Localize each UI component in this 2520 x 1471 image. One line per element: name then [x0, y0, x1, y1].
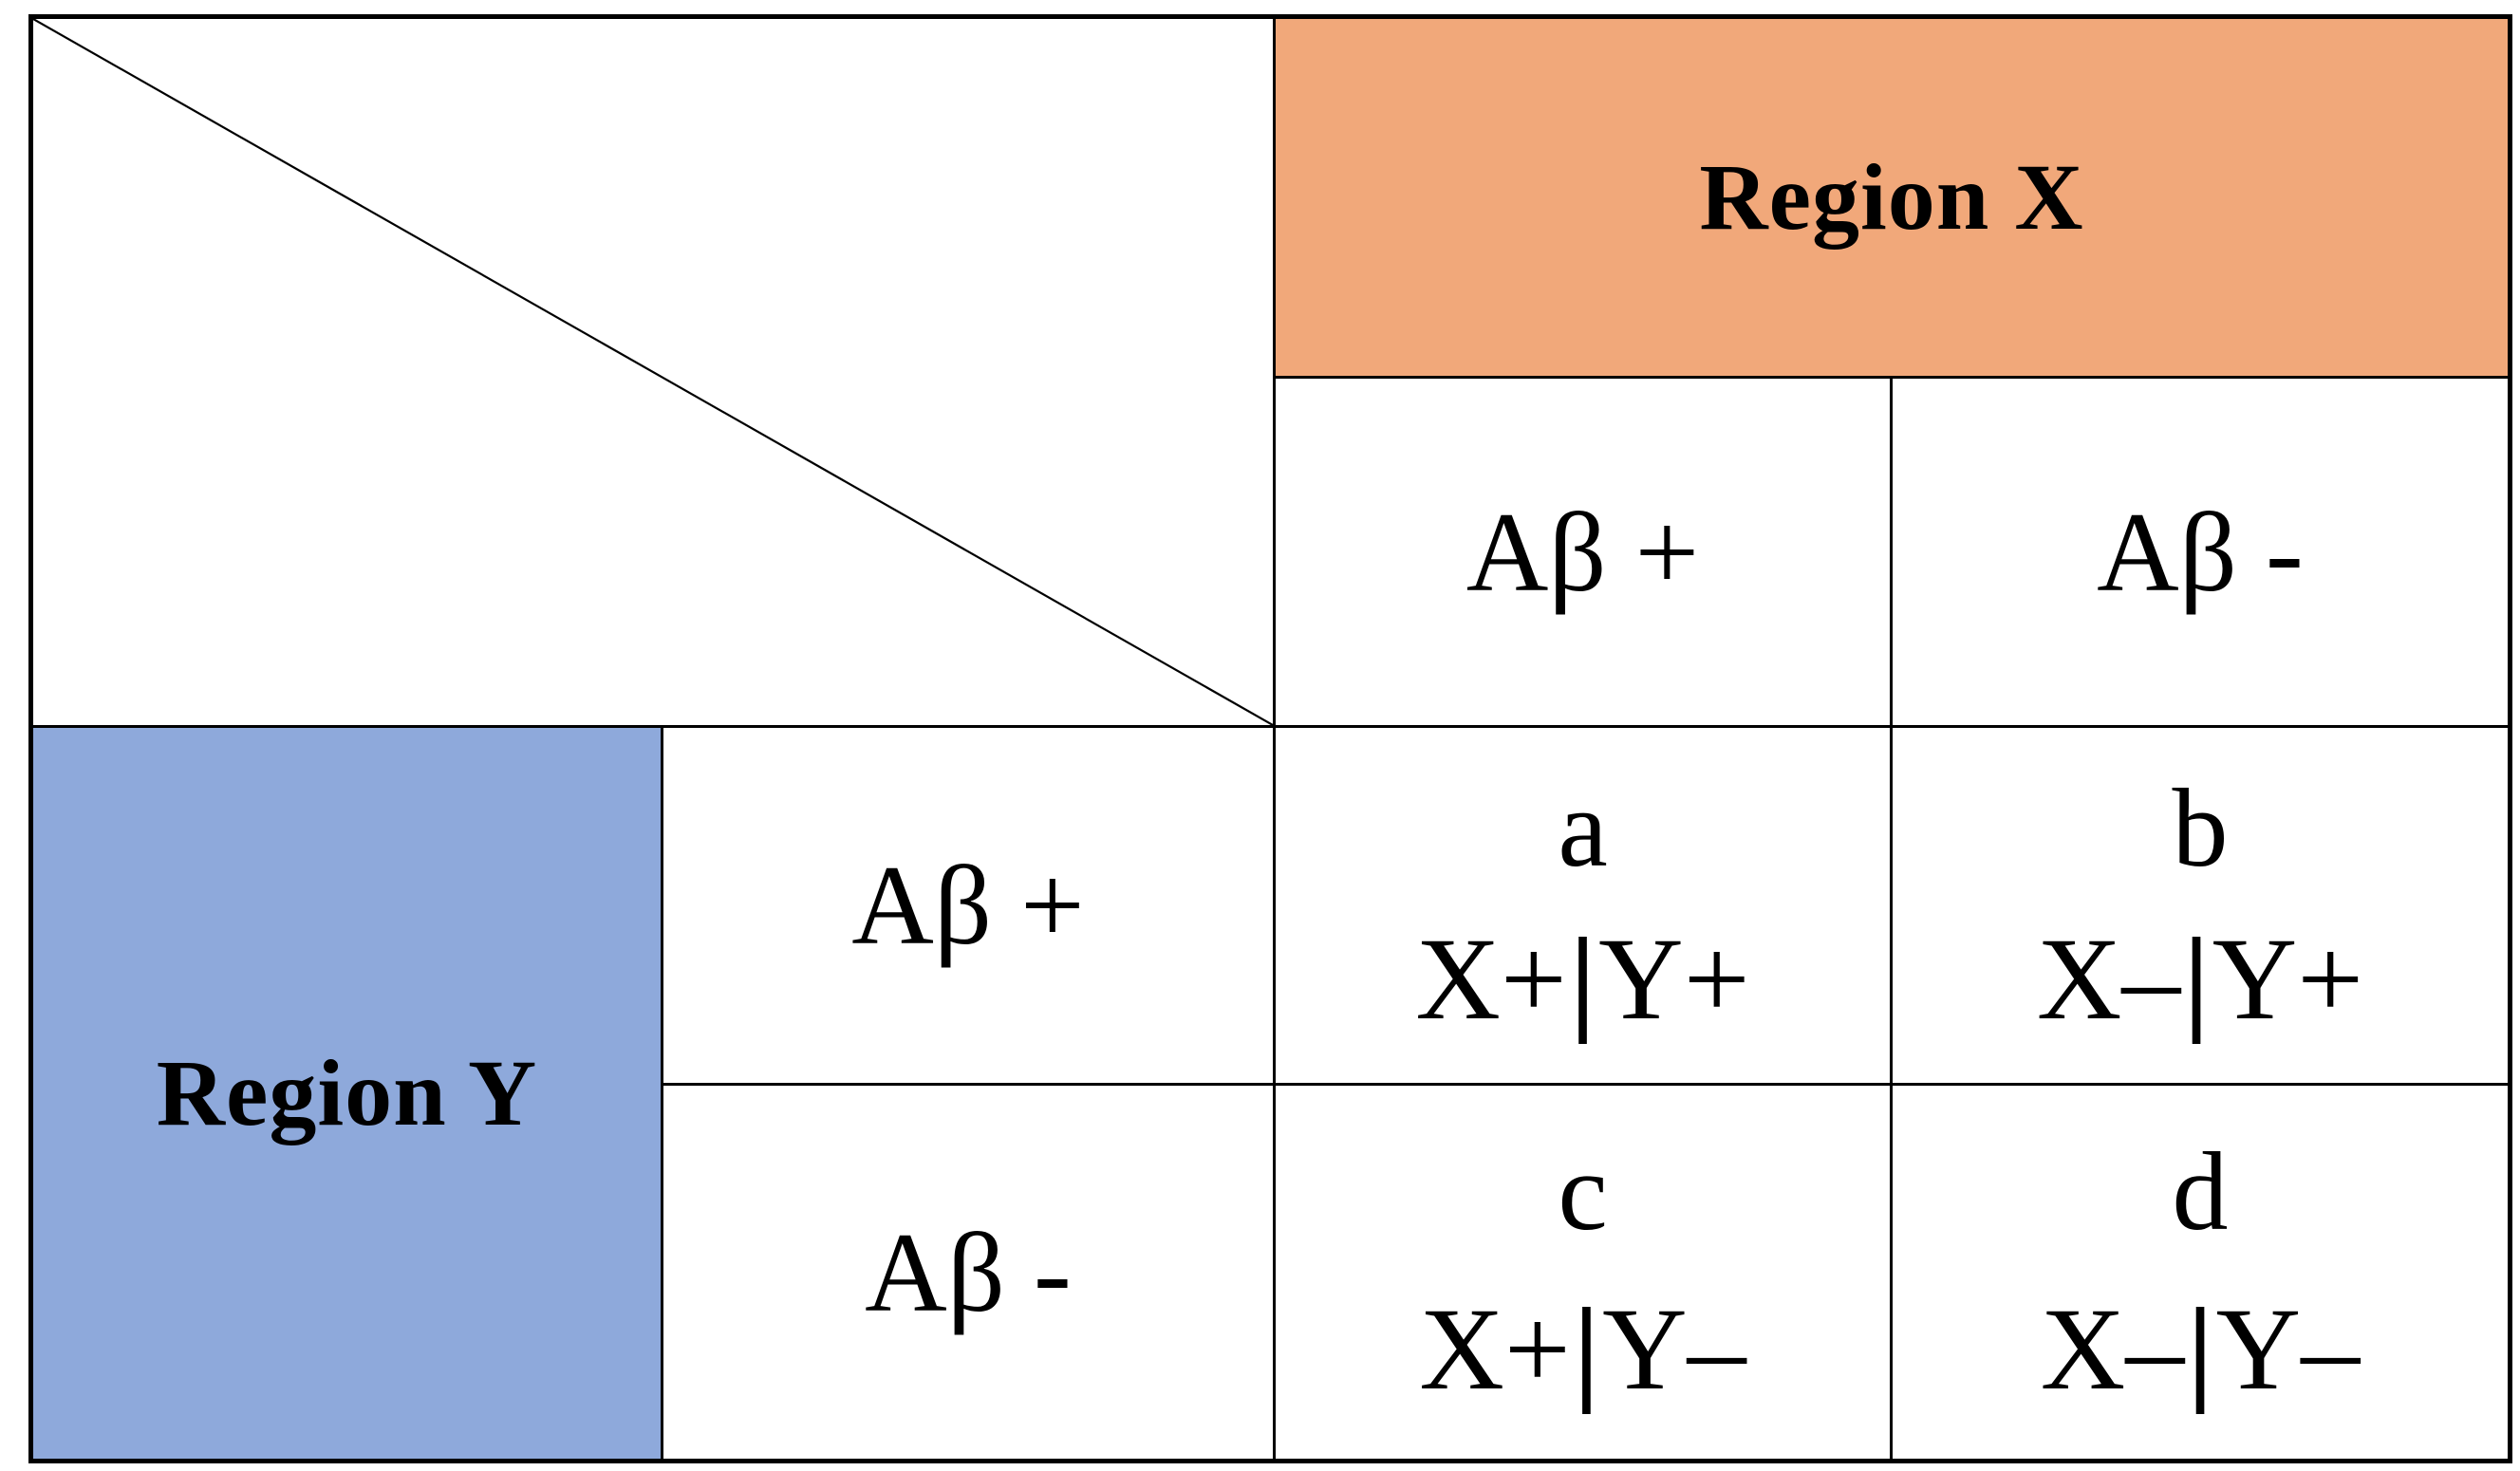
col-header-abeta-negative-label: Aβ -: [2097, 488, 2304, 615]
cell-a-letter: a: [1558, 765, 1608, 890]
corner-cell: [29, 15, 1276, 728]
cell-b-condition: X–|Y+: [2037, 921, 2363, 1038]
cell-d-condition: X–|Y–: [2041, 1291, 2360, 1408]
contingency-table: Region X Aβ + Aβ - Region Y Aβ +: [28, 14, 2512, 1463]
cell-b-letter: b: [2172, 765, 2229, 890]
region-x-label: Region X: [1699, 144, 2084, 250]
cell-a-cond-separator: |: [1569, 914, 1596, 1045]
region-y-label: Region Y: [156, 1040, 538, 1145]
cell-a: a X+|Y+: [1273, 725, 1893, 1086]
cell-d-letter: d: [2172, 1129, 2229, 1254]
cell-d-cond-right: Y–: [2215, 1284, 2361, 1414]
cell-a-cond-right: Y+: [1598, 914, 1750, 1045]
cell-c-condition: X+|Y–: [1419, 1291, 1745, 1408]
cell-b: b X–|Y+: [1890, 725, 2511, 1086]
cell-b-cond-right: Y+: [2212, 914, 2364, 1045]
cell-c-letter: c: [1558, 1129, 1608, 1254]
cell-d-cond-separator: |: [2187, 1284, 2213, 1414]
row-header-abeta-positive-label: Aβ +: [851, 842, 1085, 968]
cell-c-cond-separator: |: [1573, 1284, 1600, 1414]
cell-d-cond-left: X–: [2040, 1284, 2185, 1414]
cell-b-cond-separator: |: [2183, 914, 2210, 1045]
region-x-header: Region X: [1273, 15, 2511, 379]
cell-c: c X+|Y–: [1273, 1083, 1893, 1462]
cell-b-content: b X–|Y+: [1895, 730, 2508, 1082]
col-header-abeta-positive-label: Aβ +: [1465, 488, 1700, 615]
cell-a-condition: X+|Y+: [1415, 921, 1749, 1038]
row-header-abeta-negative: Aβ -: [661, 1083, 1276, 1462]
cell-c-content: c X+|Y–: [1278, 1088, 1889, 1459]
cell-d: d X–|Y–: [1890, 1083, 2511, 1462]
row-header-abeta-positive: Aβ +: [661, 725, 1276, 1086]
cell-a-cond-left: X+: [1415, 914, 1567, 1045]
cell-d-content: d X–|Y–: [1895, 1088, 2508, 1459]
col-header-abeta-negative: Aβ -: [1890, 376, 2511, 728]
diagonal-line: [33, 19, 1273, 725]
region-y-header: Region Y: [29, 725, 663, 1462]
row-header-abeta-negative-label: Aβ -: [865, 1208, 1072, 1335]
cell-b-cond-left: X–: [2036, 914, 2181, 1045]
cell-c-cond-left: X+: [1419, 1284, 1571, 1414]
cell-a-content: a X+|Y+: [1278, 730, 1889, 1082]
cell-c-cond-right: Y–: [1602, 1284, 1746, 1414]
col-header-abeta-positive: Aβ +: [1273, 376, 1893, 728]
